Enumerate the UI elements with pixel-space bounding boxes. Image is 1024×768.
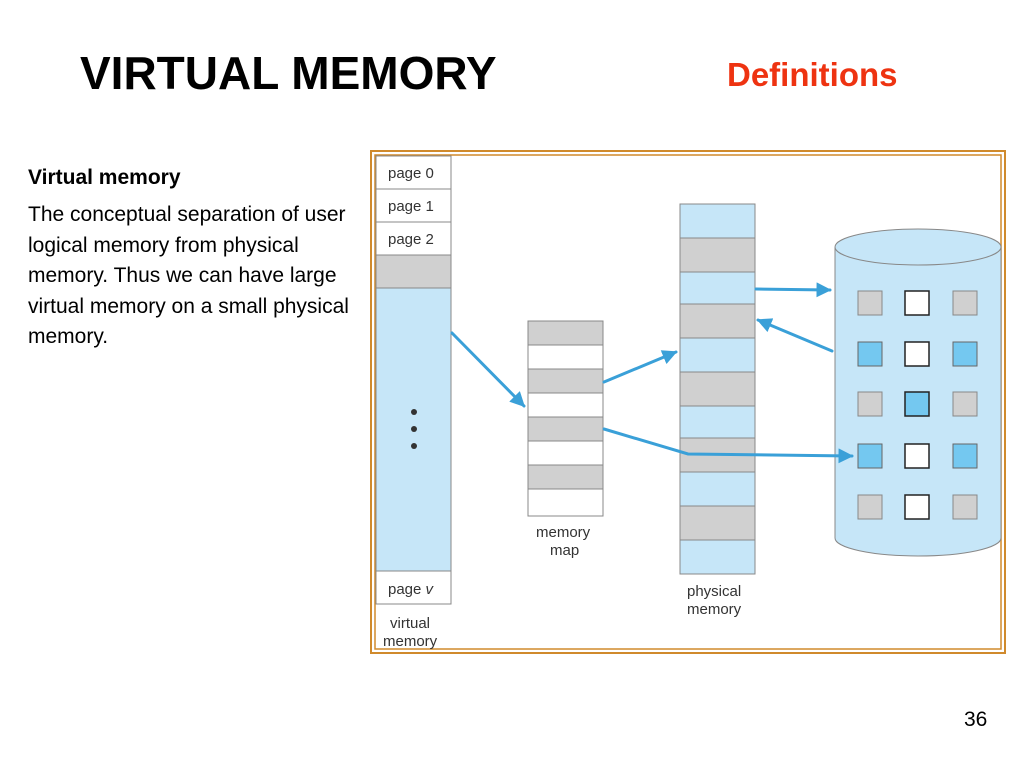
frame-cell — [679, 505, 756, 541]
definition-term: Virtual memory — [28, 166, 181, 189]
ellipsis-dot-3 — [411, 443, 417, 449]
disk-block — [904, 290, 930, 316]
frame-cell — [679, 303, 756, 339]
disk-block — [904, 391, 930, 417]
map-cell — [527, 368, 604, 394]
arrow-map-to-frame — [602, 350, 678, 384]
arrow-disk-to-frame — [756, 318, 834, 353]
map-cell — [527, 464, 604, 490]
vm-page-v-cell — [375, 570, 452, 605]
disk-block — [952, 290, 978, 316]
disk-block — [857, 341, 883, 367]
disk-block — [857, 494, 883, 520]
vm-page-v-var: v — [426, 581, 435, 598]
mapping-arrows — [450, 282, 854, 464]
vm-caption-line2: memory — [383, 633, 438, 650]
virtual-memory-diagram: page 0 page 1 page 2 page v virtual memo… — [370, 150, 1006, 654]
physical-memory-column: physical memory — [679, 203, 756, 618]
map-caption-line1: memory — [536, 524, 591, 541]
vm-gray-cell — [375, 254, 452, 289]
vm-page-1-cell — [375, 188, 452, 223]
map-cell — [527, 488, 604, 517]
vm-page-v-prefix: page — [388, 581, 421, 598]
disk-block — [952, 443, 978, 469]
vm-page-1-label: page 1 — [388, 198, 434, 215]
map-cell — [527, 320, 604, 346]
arrow-frame-to-disk — [754, 282, 832, 298]
map-cell — [527, 440, 604, 466]
disk-block — [904, 443, 930, 469]
disk-block — [857, 443, 883, 469]
disk-block — [857, 391, 883, 417]
slide-subtitle: Definitions — [727, 56, 898, 93]
disk-block — [904, 341, 930, 367]
vm-caption-line1: virtual — [390, 615, 430, 632]
map-cell — [527, 416, 604, 442]
map-cell — [527, 392, 604, 418]
slide-title: VIRTUAL MEMORY — [80, 47, 497, 99]
pm-caption-line1: physical — [687, 583, 741, 600]
map-caption-line2: map — [550, 542, 579, 559]
virtual-memory-column: page 0 page 1 page 2 page v virtual memo… — [375, 155, 452, 650]
frame-cell — [679, 371, 756, 407]
memory-map-column: memory map — [527, 320, 604, 559]
disk-block — [952, 341, 978, 367]
disk-block — [904, 494, 930, 520]
definition-text: The conceptual separation of user logica… — [28, 203, 349, 348]
ellipsis-dot-1 — [411, 409, 417, 415]
figure-frame-outer — [370, 150, 1006, 654]
vm-page-0-label: page 0 — [388, 165, 434, 182]
arrow-vm-to-map — [450, 331, 526, 408]
map-cell — [527, 344, 604, 370]
disk-block — [952, 391, 978, 417]
frame-cell — [679, 237, 756, 273]
vm-page-0-cell — [375, 155, 452, 190]
page-number: 36 — [964, 708, 988, 731]
disk-block — [857, 290, 883, 316]
vm-page-2-label: page 2 — [388, 231, 434, 248]
vm-page-v-label: page v — [388, 581, 435, 598]
pm-caption-line2: memory — [687, 601, 742, 618]
ellipsis-dot-2 — [411, 426, 417, 432]
arrow-map-to-disk — [602, 427, 854, 464]
disk-block — [952, 494, 978, 520]
backing-store-disk — [834, 228, 1002, 557]
